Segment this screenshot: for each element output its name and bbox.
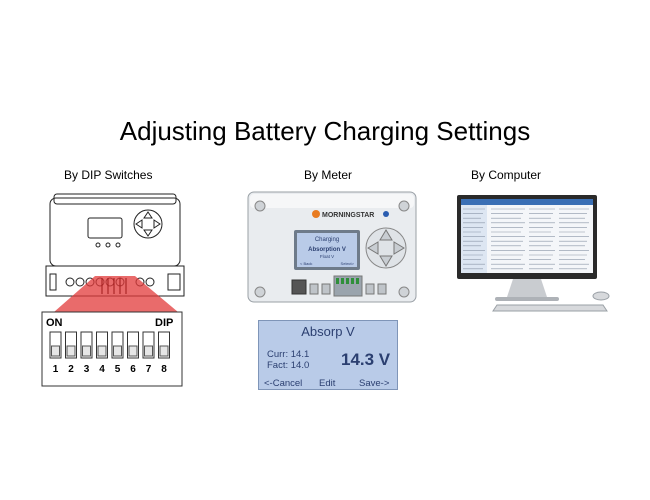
dip-switch-number: 2: [68, 364, 74, 375]
dip-switch-knob: [82, 345, 91, 357]
dip-switch: [158, 331, 170, 359]
meter-screen-line2: Float V: [320, 254, 334, 259]
lcd-save-softkey: Save->: [359, 378, 390, 389]
svg-text:MORNINGSTAR: MORNINGSTAR: [322, 212, 374, 219]
slide-title: Adjusting Battery Charging Settings: [119, 116, 531, 146]
dip-switch-knob: [159, 345, 169, 357]
dip-switch: [111, 331, 124, 359]
mouse-icon: [592, 291, 610, 301]
dip-switch: [142, 331, 155, 359]
meter-dpad-icon: [365, 227, 407, 269]
dip-switch-number: 4: [99, 364, 105, 375]
dip-switch-number: 5: [115, 364, 121, 375]
software-table-lines: [463, 208, 589, 270]
computer-illustration: [457, 195, 610, 312]
lcd-current-value: Curr: 14.1: [267, 349, 310, 360]
caption-computer: By Computer: [471, 168, 542, 182]
meter-screen-line1: Absorption V: [308, 247, 346, 253]
dip-on-label: ON: [46, 317, 63, 329]
lcd-factory-value: Fact: 14.0: [267, 360, 310, 371]
dip-switch-knob: [66, 345, 76, 357]
caption-dip-switches: By DIP Switches: [64, 168, 153, 182]
lcd-edit-softkey: Edit: [319, 378, 336, 389]
dip-switch-number: 1: [53, 364, 59, 375]
morningstar-logo: MORNINGSTAR: [312, 210, 374, 219]
caption-meter: By Meter: [304, 168, 353, 182]
meter-controller-illustration: MORNINGSTAR Charging Absorption V Float …: [247, 191, 417, 303]
dip-switch: [96, 331, 108, 359]
keyboard-icon: [492, 304, 608, 312]
lcd-zoom-display: Absorp V Curr: 14.1 Fact: 14.0 14.3 V <-…: [258, 320, 398, 390]
lcd-cancel-softkey: <-Cancel: [264, 378, 303, 389]
dip-switch: [80, 331, 93, 359]
dip-switch-knob: [51, 345, 60, 357]
meter-screen: [297, 233, 357, 267]
lcd-title: Absorp V: [301, 324, 355, 339]
dip-switch-number: 6: [130, 364, 136, 375]
dip-switch: [65, 331, 77, 359]
dip-switch: [49, 331, 62, 359]
dip-switch: [127, 331, 139, 359]
meter-screen-header: Charging: [315, 237, 339, 243]
dip-switch-number: 7: [146, 364, 152, 375]
dip-switch-number: 8: [161, 364, 167, 375]
dip-switch-knob: [97, 345, 107, 357]
meter-screen-nav-right: Select>: [341, 261, 355, 266]
dip-label: DIP: [155, 317, 173, 329]
lcd-setting-value: 14.3 V: [341, 350, 391, 369]
dip-switch-knob: [144, 345, 153, 357]
meter-screen-nav-left: < Back: [300, 261, 312, 266]
dip-switch-knob: [113, 345, 122, 357]
dip-switch-number: 3: [84, 364, 90, 375]
controller-body-drawing: [45, 193, 185, 297]
dip-highlight-beam: [54, 276, 178, 312]
monitor-stand: [507, 279, 547, 297]
dip-switch-knob: [128, 345, 138, 357]
ethernet-port-icon: [291, 279, 307, 295]
